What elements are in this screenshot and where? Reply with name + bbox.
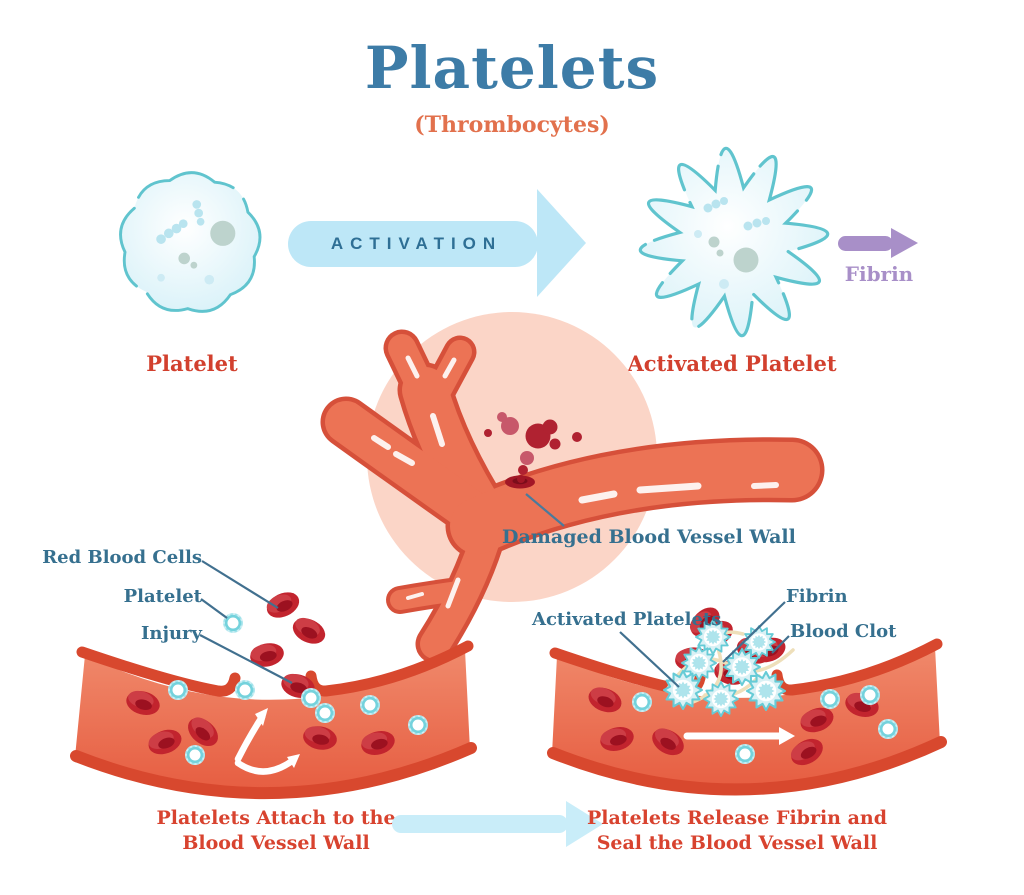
blood-clot-label: Blood Clot (790, 621, 897, 642)
fibrin-arrow (838, 236, 893, 251)
activated-platelets-label: Activated Platelets (532, 609, 722, 630)
right-caption-line1: Platelets Release Fibrin and (586, 807, 888, 829)
vessel-lumen (75, 650, 470, 796)
damaged-vessel-illustration (320, 312, 825, 664)
damaged-vessel-label: Damaged Blood Vessel Wall (502, 526, 796, 548)
left-caption-line2: Blood Vessel Wall (182, 831, 370, 854)
activated-platelet-cell (638, 146, 830, 338)
leader-lines (619, 601, 790, 688)
sealed-vessel-illustration (547, 601, 947, 796)
fibrin-arrow-label: Fibrin (844, 262, 914, 286)
fibrin-arrow-head-icon (891, 228, 918, 258)
left-caption-line1: Platelets Attach to the (156, 807, 396, 829)
page-title: Platelets (364, 34, 660, 102)
injury-label: Injury (140, 623, 202, 644)
activation-arrow: ACTIVATION (288, 221, 538, 267)
activation-arrow-label: ACTIVATION (330, 234, 503, 253)
damaged-vessel-leader-line (525, 493, 565, 527)
blood-flow-arrow-icon (683, 727, 795, 745)
vessel-highlights (371, 355, 779, 609)
leader-lines (199, 560, 293, 684)
vessel-lumen (552, 647, 940, 792)
fibrin-callout-label: Fibrin (786, 586, 848, 607)
left-caption: Platelets Attach to the Blood Vessel Wal… (126, 806, 426, 855)
platelet-granules (156, 200, 236, 285)
blood-clot (664, 601, 795, 716)
flow-arrow (392, 815, 568, 833)
injured-vessel-illustration (70, 560, 477, 800)
attach-arrows-icon (234, 708, 300, 775)
page-subtitle: (Thrombocytes) (414, 112, 610, 138)
platelet-callout-label: Platelet (123, 586, 202, 607)
activation-arrow-head-icon (537, 189, 586, 297)
wound-and-blood-drops (484, 412, 582, 489)
activated-platelet-label: Activated Platelet (627, 351, 837, 376)
platelet-label: Platelet (146, 351, 238, 376)
right-caption-line2: Seal the Blood Vessel Wall (596, 831, 878, 854)
flow-arrow-head-icon (566, 801, 603, 847)
right-caption: Platelets Release Fibrin and Seal the Bl… (582, 806, 892, 855)
platelet-cell (119, 171, 262, 313)
red-blood-cells-label: Red Blood Cells (42, 547, 202, 568)
activated-platelet-granules (694, 197, 770, 289)
